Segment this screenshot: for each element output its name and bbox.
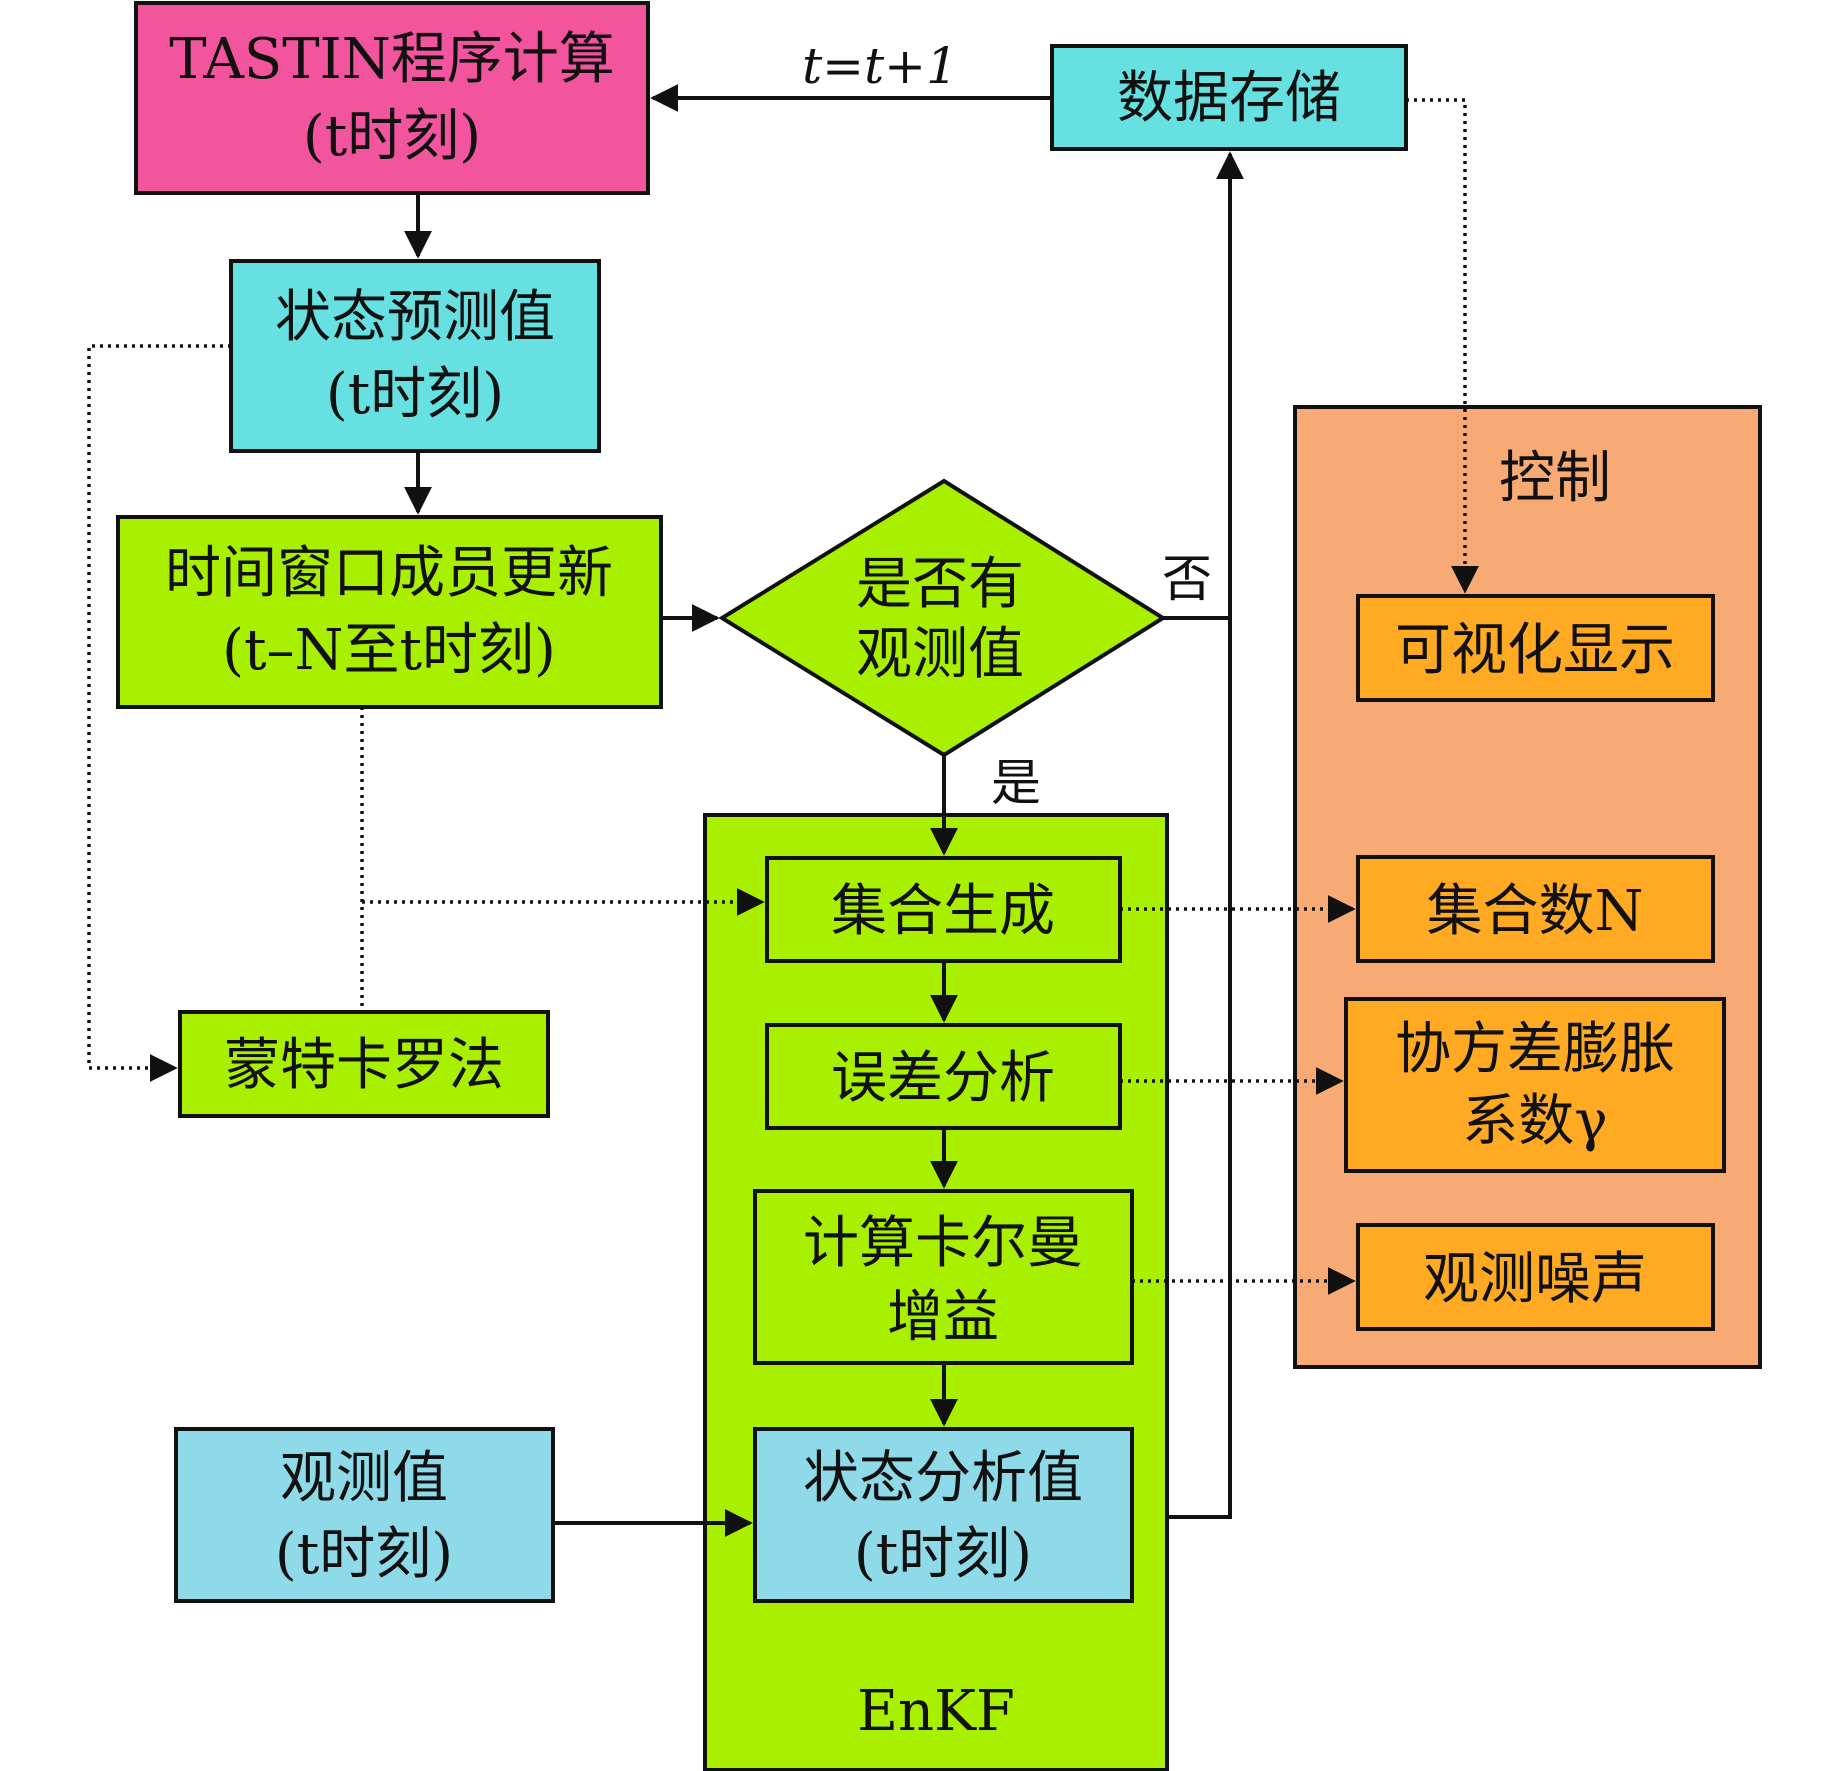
inflation-node: 协方差膨胀 系数γ	[1344, 997, 1726, 1173]
tastin-node: TASTIN程序计算 (t时刻)	[134, 1, 650, 195]
analysis-node: 状态分析值 (t时刻)	[753, 1427, 1134, 1603]
noise-node: 观测噪声	[1356, 1223, 1715, 1331]
svg-text:时间窗口成员更新: 时间窗口成员更新	[165, 541, 613, 606]
svg-text:增益: 增益	[887, 1285, 999, 1350]
visual-display-node: 可视化显示	[1356, 594, 1715, 702]
ensemble-node: 集合生成	[765, 856, 1122, 963]
no-label: 否	[1162, 550, 1212, 608]
kalman-node: 计算卡尔曼 增益	[753, 1189, 1134, 1365]
window-node: 时间窗口成员更新 (t–N至t时刻)	[116, 515, 663, 709]
dotted-predict-to-monte	[87, 344, 231, 1082]
svg-text:计算卡尔曼: 计算卡尔曼	[803, 1211, 1083, 1276]
arrow-no-to-store	[1163, 151, 1244, 620]
svg-text:(t–N至t时刻): (t–N至t时刻)	[222, 618, 556, 683]
svg-text:状态分析值: 状态分析值	[803, 1446, 1083, 1511]
decision-node: 是否有 观测值	[718, 478, 1167, 758]
svg-text:系数γ: 系数γ	[1462, 1089, 1607, 1154]
loop-label: t=t+1	[802, 37, 958, 95]
dotted-store-to-visual	[1406, 98, 1479, 594]
svg-text:是否有: 是否有	[856, 552, 1024, 617]
svg-text:蒙特卡罗法: 蒙特卡罗法	[224, 1033, 504, 1098]
svg-text:误差分析: 误差分析	[831, 1046, 1055, 1111]
svg-text:协方差膨胀: 协方差膨胀	[1395, 1017, 1675, 1082]
ensemble-size-node: 集合数N	[1356, 855, 1715, 963]
control-title: 控制	[1499, 446, 1611, 511]
svg-text:(t时刻): (t时刻)	[854, 1522, 1032, 1587]
svg-text:(t时刻): (t时刻)	[275, 1522, 453, 1587]
svg-text:数据存储: 数据存储	[1117, 66, 1341, 131]
observation-node: 观测值 (t时刻)	[174, 1427, 555, 1603]
arrow-analysis-to-store	[1167, 618, 1232, 1519]
store-node: 数据存储	[1050, 44, 1408, 151]
yes-label: 是	[991, 754, 1041, 812]
svg-text:观测值: 观测值	[856, 622, 1024, 687]
svg-text:(t时刻): (t时刻)	[303, 104, 481, 169]
svg-text:集合数N: 集合数N	[1427, 879, 1644, 944]
svg-text:状态预测值: 状态预测值	[275, 285, 555, 350]
svg-text:集合生成: 集合生成	[831, 879, 1055, 944]
svg-text:观测值: 观测值	[280, 1446, 448, 1511]
enkf-label: EnKF	[857, 1679, 1015, 1744]
svg-text:可视化显示: 可视化显示	[1395, 618, 1675, 683]
svg-text:(t时刻): (t时刻)	[326, 362, 504, 427]
error-node: 误差分析	[765, 1023, 1122, 1130]
monte-carlo-node: 蒙特卡罗法	[178, 1010, 550, 1118]
predict-node: 状态预测值 (t时刻)	[229, 259, 601, 453]
svg-text:TASTIN程序计算: TASTIN程序计算	[169, 27, 615, 92]
svg-text:观测噪声: 观测噪声	[1423, 1247, 1647, 1312]
